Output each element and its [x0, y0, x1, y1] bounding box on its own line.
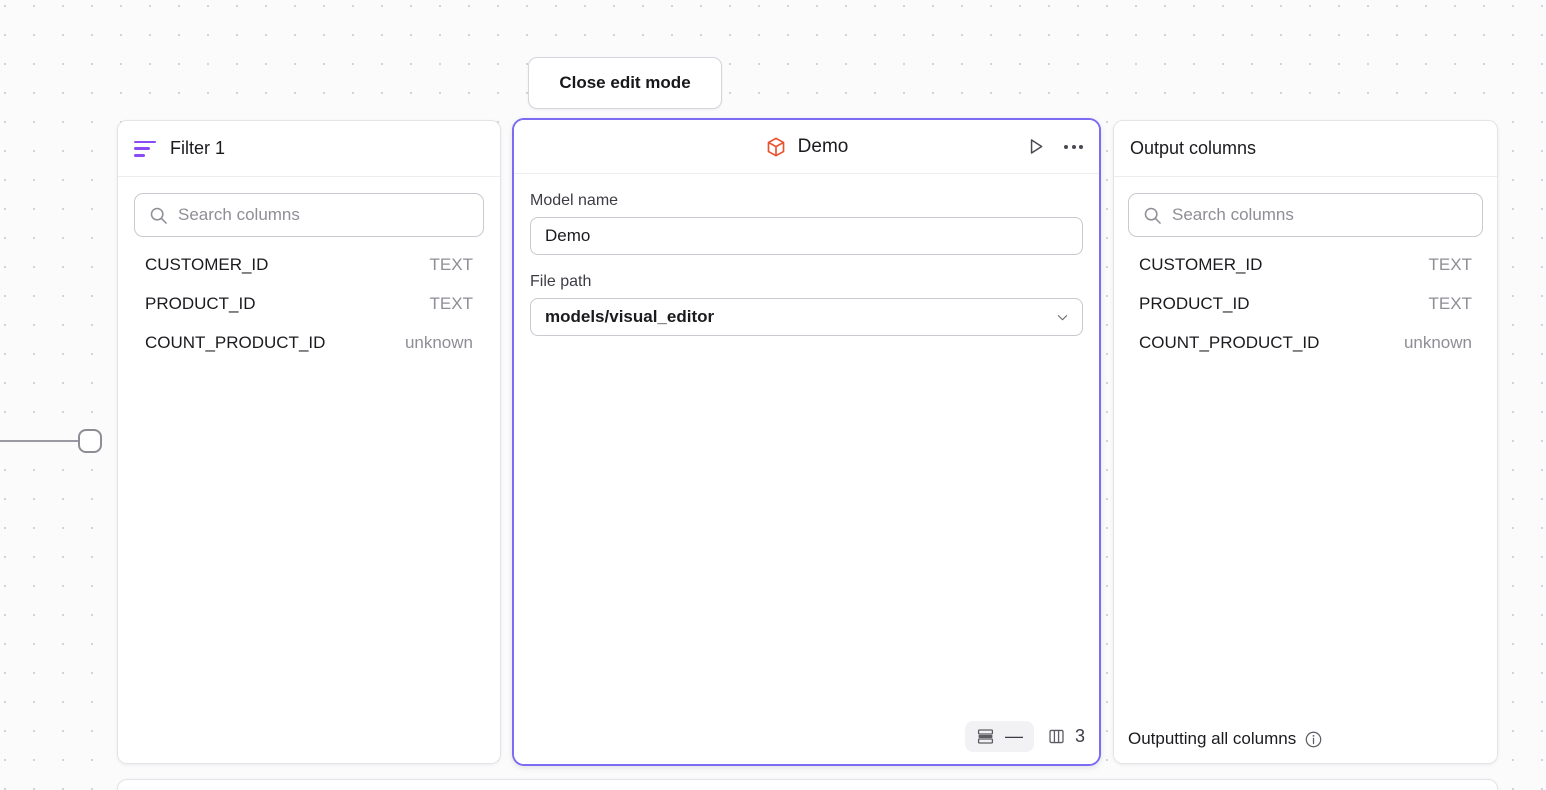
- column-type: TEXT: [1428, 294, 1472, 313]
- row-count: —: [1004, 726, 1023, 746]
- output-columns-title: Output columns: [1130, 138, 1257, 158]
- file-path-value: models/visual_editor: [545, 307, 715, 326]
- file-path-select[interactable]: models/visual_editor: [530, 298, 1083, 336]
- table-row[interactable]: COUNT_PRODUCT_ID unknown: [134, 333, 484, 372]
- connector-edge: [0, 440, 82, 442]
- model-node-body: Model name Demo File path models/visual_…: [514, 174, 1099, 764]
- offscreen-node-partial[interactable]: [117, 779, 1498, 790]
- output-columns-header: Output columns: [1114, 121, 1497, 177]
- model-menu-button[interactable]: [1062, 139, 1085, 155]
- column-type: unknown: [404, 333, 473, 352]
- column-count: 3: [1074, 726, 1085, 746]
- column-name: COUNT_PRODUCT_ID: [1139, 333, 1320, 352]
- output-search-placeholder: Search columns: [1172, 205, 1294, 224]
- filter-node-title: Filter 1: [170, 138, 226, 158]
- column-name: CUSTOMER_ID: [1139, 255, 1263, 274]
- filter-icon: [134, 140, 156, 157]
- info-icon[interactable]: [1304, 730, 1323, 749]
- model-node-footer: — 3: [964, 721, 1085, 752]
- model-node-title: Demo: [797, 135, 849, 157]
- filter-search-placeholder: Search columns: [178, 205, 300, 224]
- output-footer-text: Outputting all columns: [1128, 729, 1297, 748]
- filter-node[interactable]: Filter 1 Search columns CUSTOMER_ID TEXT…: [117, 120, 501, 764]
- column-type: TEXT: [429, 255, 473, 274]
- close-edit-mode-button[interactable]: Close edit mode: [528, 57, 722, 109]
- search-icon: [150, 207, 167, 224]
- output-footer: Outputting all columns: [1114, 715, 1497, 763]
- model-node-header: Demo: [514, 120, 1099, 174]
- table-row[interactable]: PRODUCT_ID TEXT: [134, 294, 484, 333]
- run-model-button[interactable]: [1025, 136, 1046, 157]
- output-columns-node[interactable]: Output columns Search columns CUSTOMER_I…: [1113, 120, 1498, 764]
- table-row[interactable]: CUSTOMER_ID TEXT: [134, 255, 484, 294]
- table-row[interactable]: CUSTOMER_ID TEXT: [1128, 255, 1483, 294]
- model-name-label: Model name: [530, 192, 619, 209]
- cube-icon: [767, 137, 784, 156]
- more-horizontal-icon: [1064, 144, 1068, 149]
- row-count-pill[interactable]: —: [964, 721, 1034, 752]
- column-type: unknown: [1403, 333, 1472, 352]
- filter-node-body: Search columns CUSTOMER_ID TEXT PRODUCT_…: [118, 177, 500, 763]
- column-count-group[interactable]: 3: [1047, 726, 1085, 747]
- column-type: TEXT: [1428, 255, 1472, 274]
- file-path-label: File path: [530, 273, 592, 290]
- column-name: CUSTOMER_ID: [145, 255, 269, 274]
- column-name: COUNT_PRODUCT_ID: [145, 333, 326, 352]
- output-search-input[interactable]: Search columns: [1128, 193, 1483, 237]
- output-columns-body: Search columns CUSTOMER_ID TEXT PRODUCT_…: [1114, 177, 1497, 763]
- filter-column-list: CUSTOMER_ID TEXT PRODUCT_ID TEXT COUNT_P…: [134, 255, 484, 372]
- columns-icon: [1049, 729, 1064, 744]
- rows-icon: [977, 729, 994, 744]
- search-icon: [1144, 207, 1161, 224]
- connector-handle[interactable]: [78, 429, 102, 453]
- model-node-demo[interactable]: Demo Model name Demo File path models/vi…: [512, 118, 1101, 766]
- play-icon: [1030, 139, 1043, 154]
- column-name: PRODUCT_ID: [1139, 294, 1250, 313]
- chevron-down-icon: [1057, 314, 1068, 320]
- column-name: PRODUCT_ID: [145, 294, 256, 313]
- filter-search-input[interactable]: Search columns: [134, 193, 484, 237]
- filter-node-header: Filter 1: [118, 121, 500, 177]
- column-type: TEXT: [429, 294, 473, 313]
- table-row[interactable]: COUNT_PRODUCT_ID unknown: [1128, 333, 1483, 372]
- table-row[interactable]: PRODUCT_ID TEXT: [1128, 294, 1483, 333]
- model-name-input[interactable]: Demo: [530, 217, 1083, 255]
- output-column-list: CUSTOMER_ID TEXT PRODUCT_ID TEXT COUNT_P…: [1128, 255, 1483, 372]
